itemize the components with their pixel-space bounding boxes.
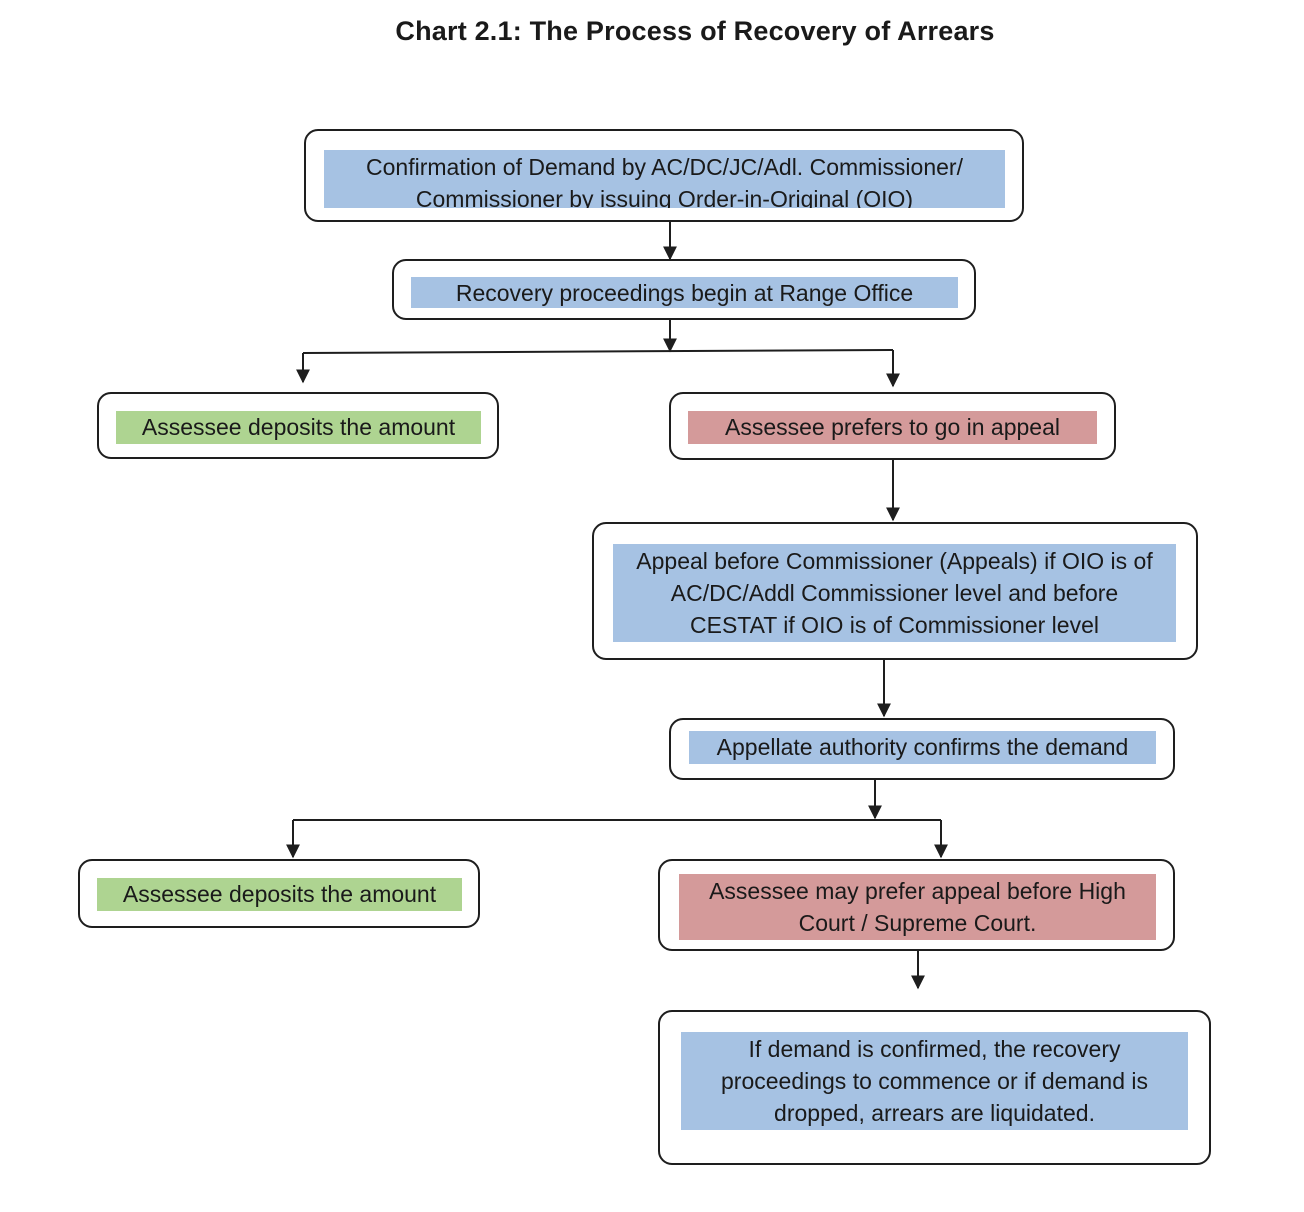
node-deposit-2-line-1: Assessee deposits the amount (122, 881, 437, 907)
node-final-line-2: proceedings to commence or if demand is (721, 1068, 1148, 1094)
node-appellate-confirms-line-1: Appellate authority confirms the demand (716, 734, 1129, 760)
node-appeal-before-line-1: Appeal before Commissioner (Appeals) if … (636, 548, 1153, 574)
node-appellate-confirms-label: Appellate authority confirms the demand (689, 731, 1156, 764)
node-final-line-3: dropped, arrears are liquidated. (774, 1100, 1095, 1126)
node-confirmation-label: Confirmation of Demand by AC/DC/JC/Adl. … (324, 150, 1005, 208)
node-appeal-before-line-3: CESTAT if OIO is of Commissioner level (690, 612, 1099, 638)
node-appeal-before-line-2: AC/DC/Addl Commissioner level and before (670, 580, 1119, 606)
node-recovery-begin-line-1: Recovery proceedings begin at Range Offi… (455, 280, 914, 306)
node-appeal-pref-line-1: Assessee prefers to go in appeal (725, 414, 1060, 440)
node-appeal-pref-label: Assessee prefers to go in appeal (688, 411, 1097, 444)
node-appeal-before-label: Appeal before Commissioner (Appeals) if … (613, 544, 1176, 642)
node-final-label: If demand is confirmed, the recovery pro… (681, 1032, 1188, 1130)
chart-title: Chart 2.1: The Process of Recovery of Ar… (395, 16, 995, 46)
node-high-court-label: Assessee may prefer appeal before High C… (679, 874, 1156, 940)
node-high-court-line-1: Assessee may prefer appeal before High (709, 878, 1126, 904)
node-recovery-begin-label: Recovery proceedings begin at Range Offi… (411, 277, 958, 308)
split-line-1 (302, 349, 894, 354)
node-high-court-line-2: Court / Supreme Court. (798, 910, 1037, 936)
node-confirmation-line-1: Confirmation of Demand by AC/DC/JC/Adl. … (366, 154, 963, 180)
node-deposit-1-line-1: Assessee deposits the amount (141, 414, 456, 440)
node-deposit-2-label: Assessee deposits the amount (97, 878, 462, 911)
node-deposit-1-label: Assessee deposits the amount (116, 411, 481, 444)
node-confirmation-line-2: Commissioner by issuing Order-in-Origina… (415, 186, 914, 208)
node-final-line-1: If demand is confirmed, the recovery (748, 1036, 1121, 1062)
